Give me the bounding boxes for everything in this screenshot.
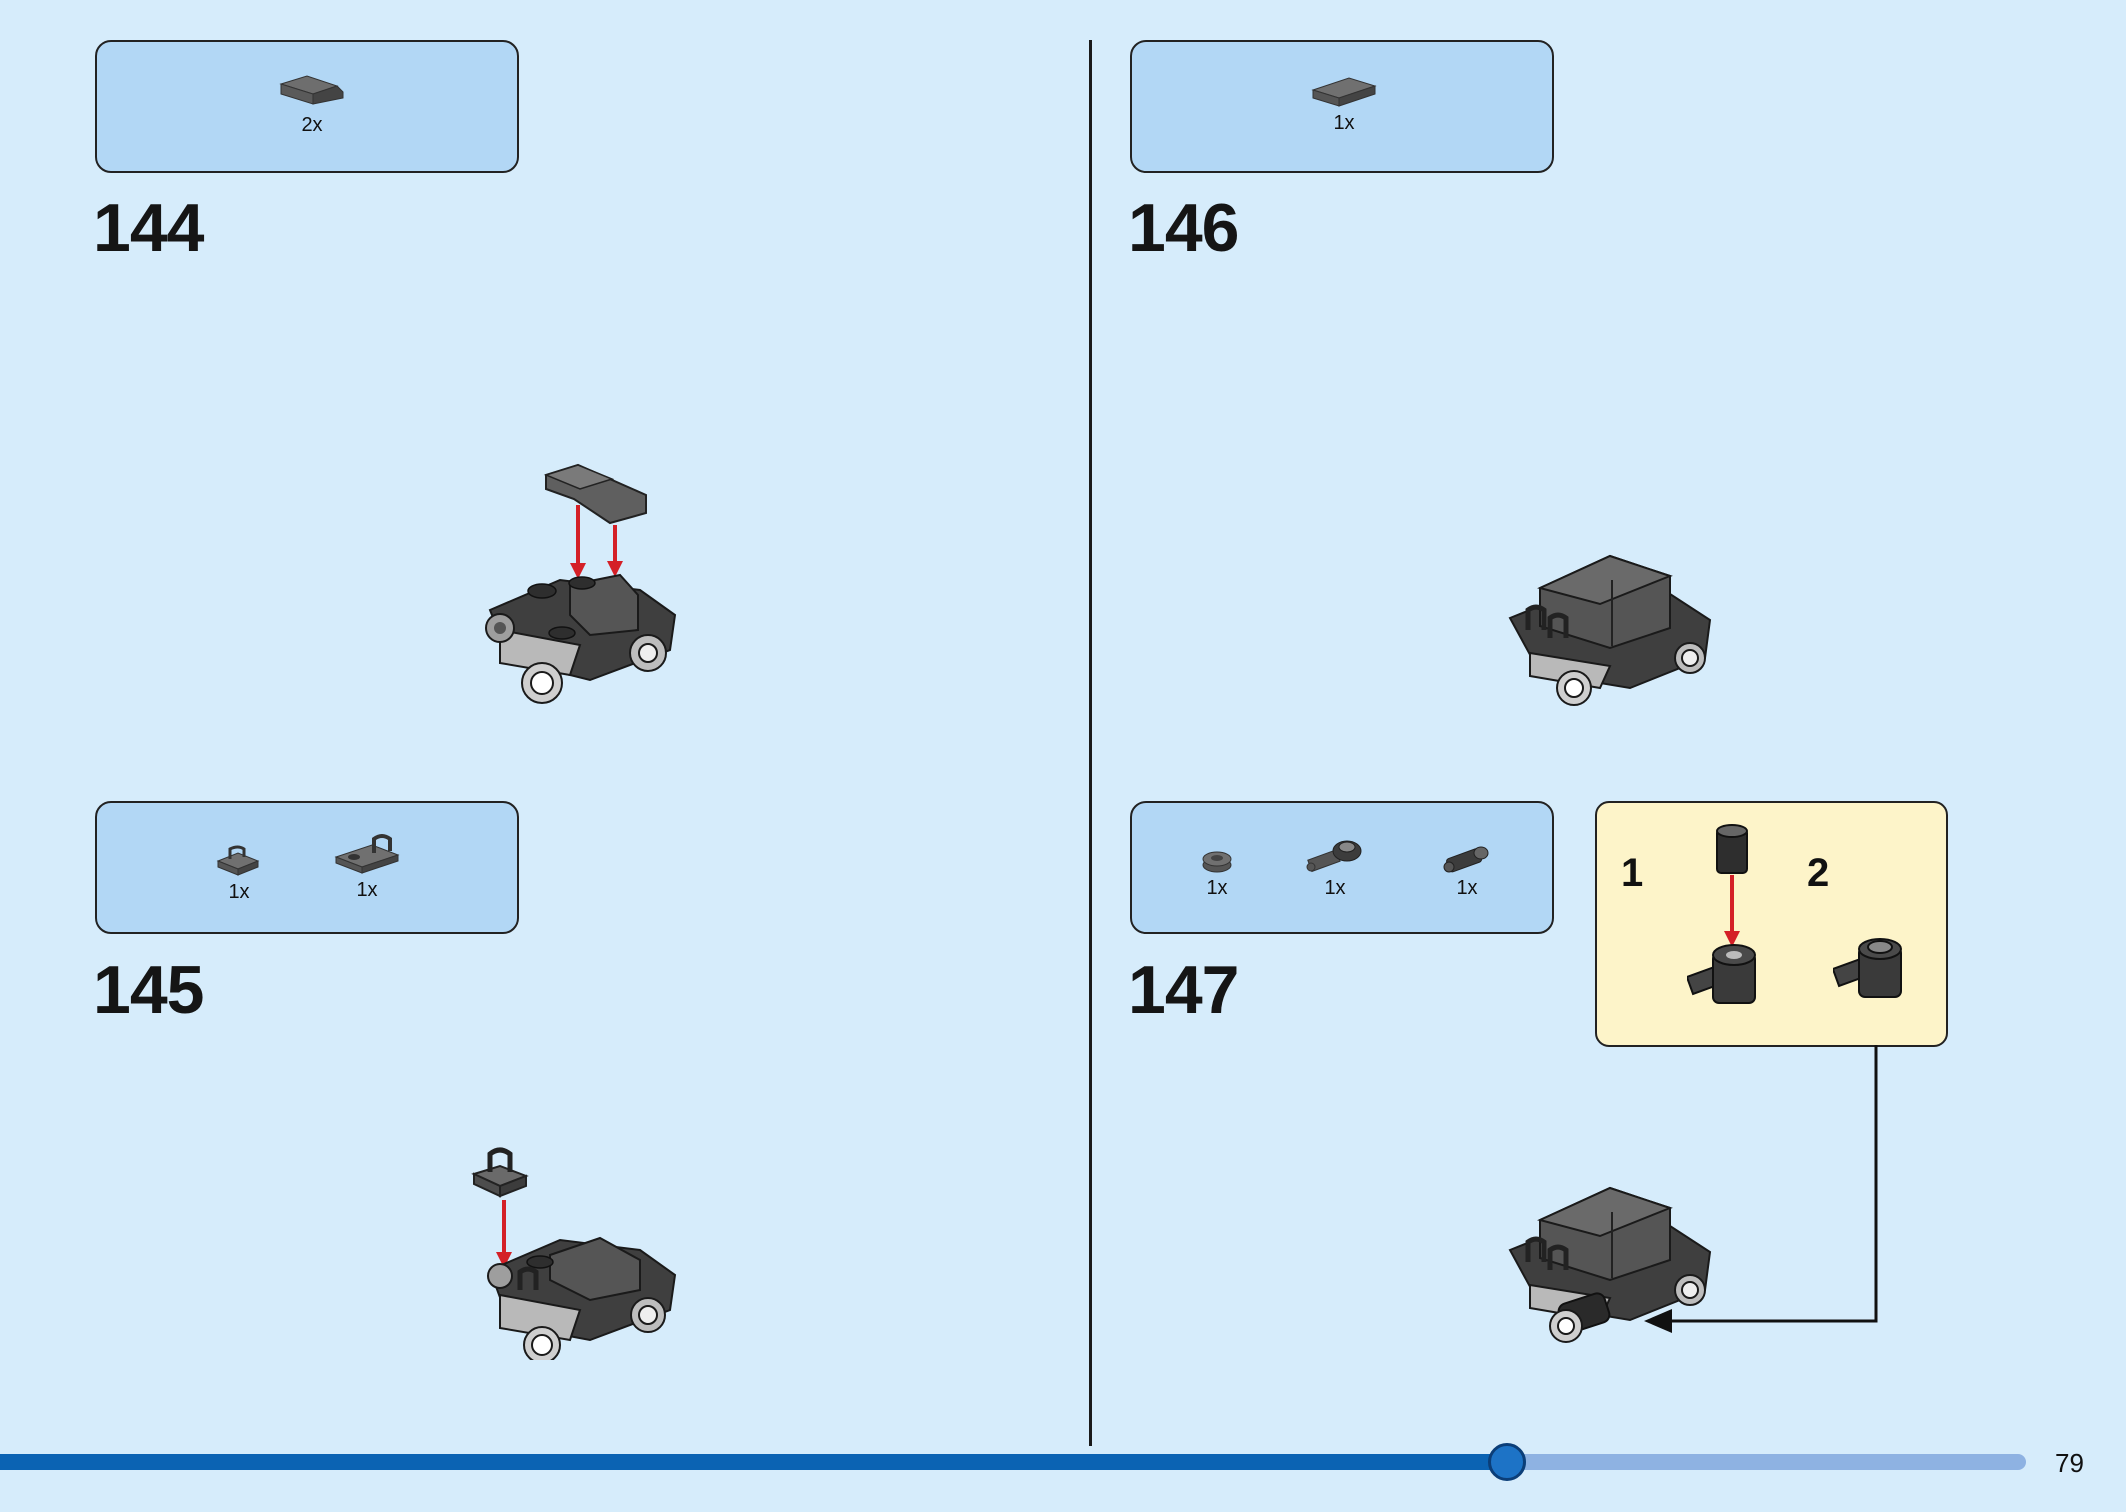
parts-item: 1x [1192, 847, 1242, 900]
parts-item: 2x [272, 70, 352, 137]
parts-item: 1x [327, 831, 407, 902]
page-divider [1089, 40, 1092, 1446]
build-illustration-step-146 [1508, 554, 1712, 706]
part-quantity: 1x [356, 879, 378, 901]
step-number: 147 [1128, 952, 1239, 1028]
parts-item: 1x [209, 843, 269, 904]
sub-step-1-illustration [1687, 824, 1756, 1004]
sub-assembly-callout: 1 2 [1595, 801, 1948, 1047]
parts-item: 1x [1304, 74, 1384, 135]
progress-fill [0, 1454, 1507, 1470]
clip-plate-icon [216, 845, 260, 876]
page-number: 79 [2055, 1448, 2084, 1478]
parts-item: 1x [1432, 843, 1502, 900]
bar-holder-icon [1306, 840, 1362, 873]
part-quantity: 1x [1206, 877, 1228, 899]
step-number: 146 [1128, 190, 1239, 266]
slope-brick-icon [279, 75, 344, 105]
build-illustration-step-145 [471, 1147, 677, 1360]
parts-list-step-144: 2x [95, 40, 519, 173]
sub-step-number: 1 [1621, 851, 1644, 895]
sub-step-number: 2 [1807, 851, 1830, 895]
parts-list-step-145: 1x 1x [95, 801, 519, 934]
part-quantity: 1x [1456, 877, 1478, 899]
axle-pin-icon [1443, 846, 1489, 873]
build-illustration-step-147 [1508, 1186, 1712, 1343]
round-plate-icon [1202, 851, 1232, 873]
sub-step-2-illustration [1833, 938, 1902, 998]
progress-indicator [1488, 1443, 1526, 1481]
parts-item: 1x [1300, 833, 1370, 900]
tile-2x2-icon [1311, 77, 1377, 107]
clip-plate-1x2-icon [334, 834, 400, 874]
part-quantity: 1x [1333, 112, 1355, 134]
step-number: 144 [93, 190, 204, 266]
step-number: 145 [93, 952, 204, 1028]
callout-connector-arrow [1644, 1045, 1878, 1333]
build-illustration-step-144 [485, 463, 677, 704]
part-quantity: 1x [1324, 877, 1346, 899]
parts-list-step-146: 1x [1130, 40, 1554, 173]
part-quantity: 2x [301, 114, 323, 136]
part-quantity: 1x [228, 881, 250, 903]
parts-list-step-147: 1x 1x 1x [1130, 801, 1554, 934]
